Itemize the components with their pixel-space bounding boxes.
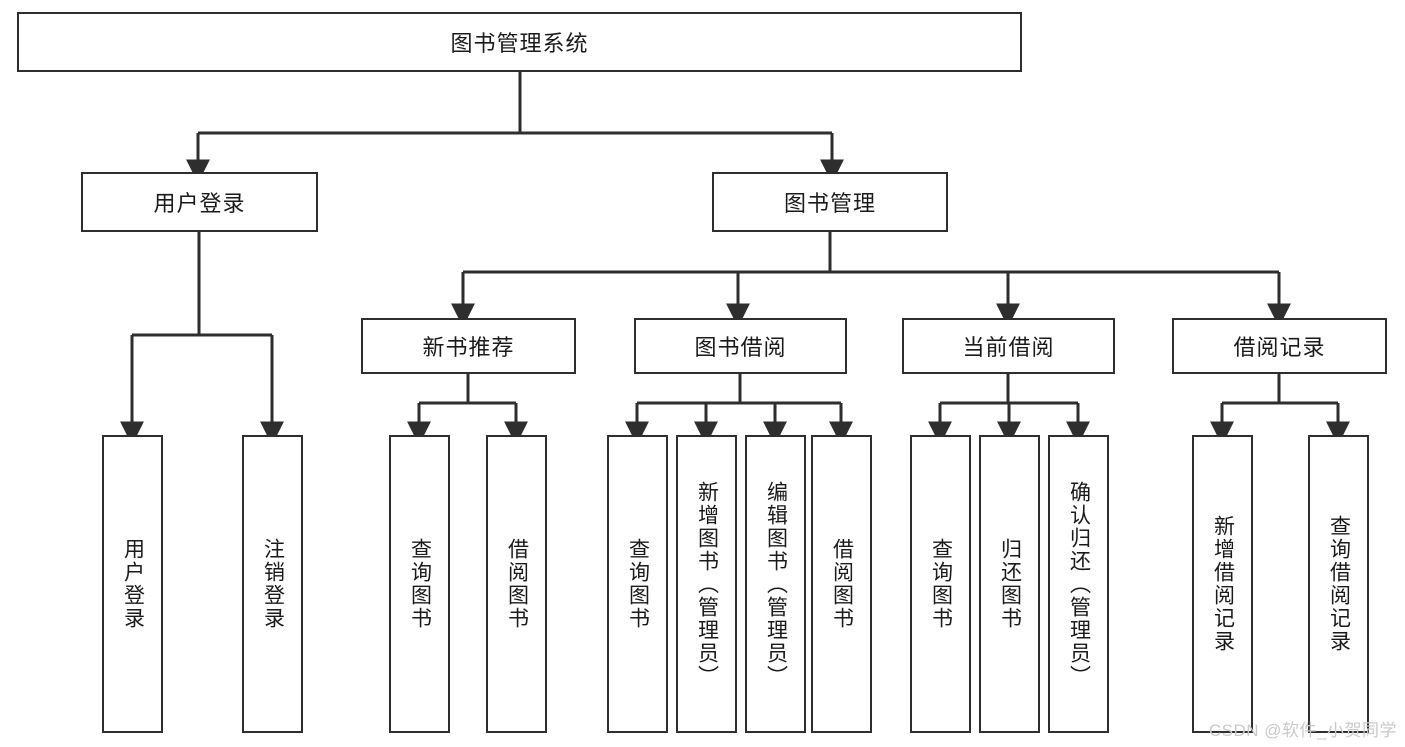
- node-leaf-borrow-book-a[interactable]: 借阅图书: [486, 435, 547, 733]
- node-root[interactable]: 图书管理系统: [17, 12, 1022, 72]
- node-leaf-query-borrow-record-label: 查询借阅记录: [1327, 515, 1351, 653]
- node-leaf-edit-book-admin[interactable]: 编辑图书（管理员）: [745, 435, 806, 733]
- node-leaf-add-borrow-record-label: 新增借阅记录: [1211, 515, 1235, 653]
- node-leaf-query-book-a[interactable]: 查询图书: [389, 435, 450, 733]
- node-leaf-query-book-b-label: 查询图书: [626, 538, 650, 630]
- node-leaf-user-logout-label: 注销登录: [261, 538, 285, 630]
- node-leaf-query-book-a-label: 查询图书: [408, 538, 432, 630]
- node-new-book-recommend[interactable]: 新书推荐: [361, 318, 576, 374]
- node-leaf-query-borrow-record[interactable]: 查询借阅记录: [1308, 435, 1369, 733]
- node-user-login[interactable]: 用户登录: [81, 172, 318, 232]
- node-leaf-add-borrow-record[interactable]: 新增借阅记录: [1192, 435, 1253, 733]
- node-leaf-confirm-return-admin[interactable]: 确认归还（管理员）: [1048, 435, 1109, 733]
- node-leaf-query-book-c[interactable]: 查询图书: [910, 435, 971, 733]
- node-borrow-record[interactable]: 借阅记录: [1172, 318, 1387, 374]
- node-leaf-user-login-label: 用户登录: [121, 538, 145, 630]
- node-leaf-confirm-return-admin-label: 确认归还（管理员）: [1067, 480, 1091, 688]
- node-leaf-return-book[interactable]: 归还图书: [979, 435, 1040, 733]
- node-leaf-user-logout[interactable]: 注销登录: [242, 435, 303, 733]
- watermark-text: CSDN @软件_小贺同学: [1208, 721, 1397, 740]
- node-new-book-recommend-label: 新书推荐: [422, 335, 515, 360]
- node-book-borrow[interactable]: 图书借阅: [634, 318, 847, 374]
- node-leaf-edit-book-admin-label: 编辑图书（管理员）: [764, 480, 788, 688]
- node-book-borrow-label: 图书借阅: [694, 335, 787, 360]
- node-leaf-query-book-b[interactable]: 查询图书: [607, 435, 668, 733]
- node-leaf-borrow-book-b-label: 借阅图书: [830, 538, 854, 630]
- node-user-login-label: 用户登录: [153, 191, 246, 216]
- node-book-manage-label: 图书管理: [783, 191, 876, 216]
- node-leaf-user-login[interactable]: 用户登录: [102, 435, 163, 733]
- node-leaf-add-book-admin-label: 新增图书（管理员）: [695, 480, 719, 688]
- node-leaf-borrow-book-a-label: 借阅图书: [505, 538, 529, 630]
- node-leaf-query-book-c-label: 查询图书: [929, 538, 953, 630]
- node-leaf-borrow-book-b[interactable]: 借阅图书: [811, 435, 872, 733]
- node-current-borrow[interactable]: 当前借阅: [902, 318, 1115, 374]
- node-leaf-add-book-admin[interactable]: 新增图书（管理员）: [676, 435, 737, 733]
- node-borrow-record-label: 借阅记录: [1233, 335, 1326, 360]
- node-book-manage[interactable]: 图书管理: [712, 172, 948, 232]
- node-current-borrow-label: 当前借阅: [962, 335, 1055, 360]
- node-root-label: 图书管理系统: [450, 31, 589, 56]
- node-leaf-return-book-label: 归还图书: [998, 538, 1022, 630]
